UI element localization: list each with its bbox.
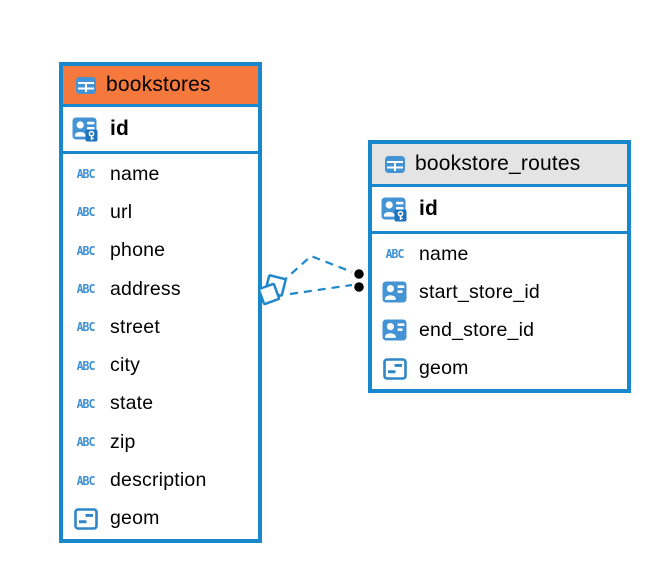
- one-end-dot-markers: [352, 267, 366, 294]
- column-row-name[interactable]: ABC name: [372, 235, 627, 273]
- column-name: start_store_id: [419, 280, 540, 303]
- text-type-icon: ABC: [76, 319, 96, 335]
- table-icon: [384, 155, 406, 174]
- column-name: geom: [110, 507, 160, 530]
- table-header[interactable]: bookstores: [63, 66, 258, 104]
- table-header[interactable]: bookstore_routes: [372, 144, 627, 184]
- text-type-icon: ABC: [76, 358, 96, 373]
- column-row-geom[interactable]: geom: [63, 500, 258, 538]
- key-column-section: id: [372, 184, 627, 234]
- column-name: phone: [110, 239, 166, 262]
- text-type-icon: ABC: [385, 246, 405, 262]
- column-row-id[interactable]: id: [63, 107, 258, 151]
- table-title: bookstore_routes: [415, 152, 581, 175]
- table-title: bookstores: [106, 73, 211, 96]
- text-type-icon: ABC: [76, 281, 96, 297]
- reference-icon: [378, 319, 411, 342]
- text-type-icon: ABC: [76, 205, 96, 220]
- column-name: end_store_id: [419, 319, 535, 342]
- column-name: address: [110, 277, 181, 300]
- column-name: id: [110, 117, 130, 140]
- column-name: zip: [110, 430, 136, 453]
- primary-key-icon: [378, 197, 411, 222]
- column-row-geom[interactable]: geom: [372, 350, 627, 388]
- relationship-line-end-store[interactable]: [289, 283, 353, 296]
- column-row-street[interactable]: ABC street: [63, 308, 258, 346]
- many-end-diamond-marker: [257, 274, 287, 306]
- column-name: city: [110, 354, 141, 377]
- column-row-state[interactable]: ABC state: [63, 385, 258, 423]
- table-node-bookstore-routes[interactable]: bookstore_routes id ABC name start_store_i…: [368, 140, 631, 393]
- column-name: id: [419, 197, 439, 220]
- column-name: description: [110, 469, 207, 492]
- column-name: state: [110, 392, 154, 415]
- column-name: geom: [419, 357, 469, 380]
- column-row-city[interactable]: ABC city: [63, 346, 258, 384]
- column-name: name: [419, 242, 469, 265]
- column-row-phone[interactable]: ABC phone: [63, 232, 258, 270]
- geometry-type-icon: [69, 508, 102, 530]
- column-row-zip[interactable]: ABC zip: [63, 423, 258, 461]
- column-row-end_store_id[interactable]: end_store_id: [372, 312, 627, 350]
- text-type-icon: ABC: [76, 396, 96, 412]
- column-row-name[interactable]: ABC name: [63, 155, 258, 193]
- column-row-description[interactable]: ABC description: [63, 461, 258, 499]
- column-row-address[interactable]: ABC address: [63, 270, 258, 308]
- column-name: street: [110, 315, 160, 338]
- column-row-start_store_id[interactable]: start_store_id: [372, 273, 627, 311]
- column-name: url: [110, 200, 133, 223]
- text-type-icon: ABC: [76, 434, 96, 450]
- reference-icon: [378, 281, 411, 304]
- text-type-icon: ABC: [76, 473, 96, 488]
- column-row-id[interactable]: id: [372, 187, 627, 231]
- column-name: name: [110, 162, 160, 185]
- text-type-icon: ABC: [76, 243, 96, 259]
- key-column-section: id: [63, 104, 258, 154]
- column-row-url[interactable]: ABC url: [63, 193, 258, 231]
- primary-key-icon: [69, 117, 102, 142]
- geometry-type-icon: [378, 358, 411, 380]
- relationship-line-start-store[interactable]: [280, 254, 353, 284]
- text-type-icon: ABC: [76, 166, 96, 182]
- table-icon: [75, 76, 97, 95]
